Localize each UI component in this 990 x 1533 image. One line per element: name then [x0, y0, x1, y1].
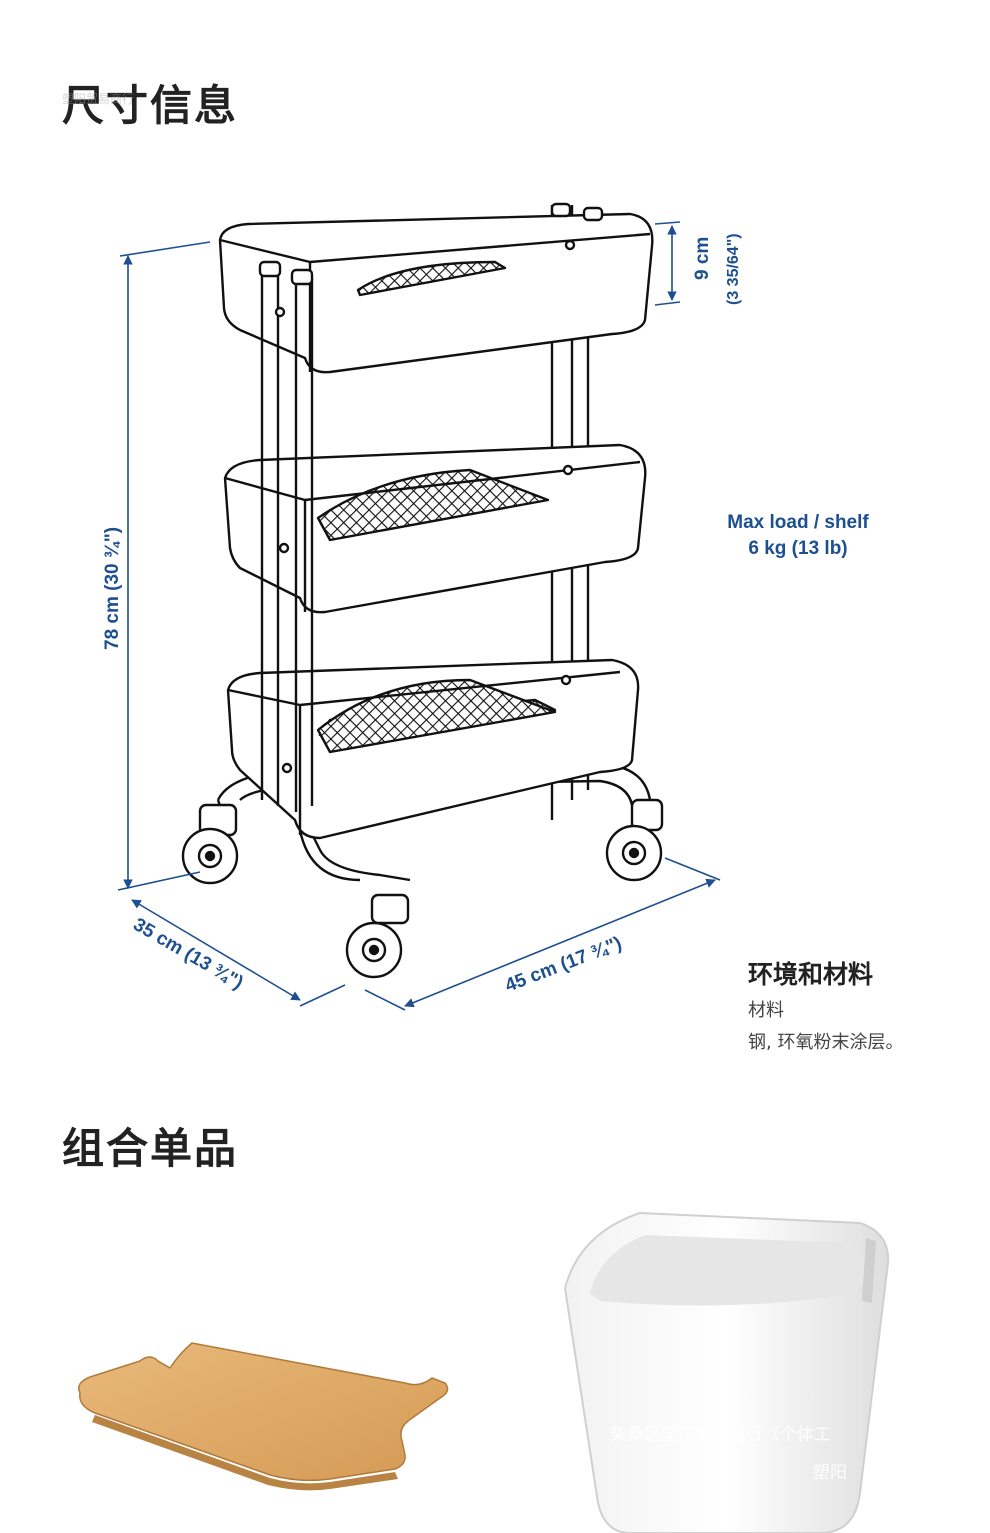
- dim-height: 78 cm (30 ¾"): [102, 527, 123, 650]
- bamboo-board-image: [78, 1342, 449, 1491]
- dim-basket-depth-inch: (3 35/64"): [725, 233, 742, 305]
- environment-text: 钢, 环氧粉末涂层。: [748, 1032, 904, 1053]
- wheel-front-right: [345, 893, 410, 979]
- dim-length: 45 cm (17 ¾"): [502, 933, 624, 997]
- white-container-image: [563, 1211, 890, 1533]
- max-load-info: Max load / shelf 6 kg (13 lb): [706, 510, 890, 562]
- max-load-label: Max load / shelf: [727, 512, 869, 533]
- environment-title: 环境和材料: [748, 960, 874, 989]
- watermark-line2: 塑阳: [813, 1463, 847, 1483]
- max-load-value: 6 kg (13 lb): [748, 538, 848, 559]
- section-title-bundle: 组合单品: [62, 1124, 239, 1173]
- section-title-dimensions: 尺寸信息: [62, 81, 239, 130]
- ghost-watermark: 塑阳贸易商行: [62, 92, 135, 106]
- trolley-drawing: 78 cm (30 ¾") 9 cm (3 35/64") 35 cm (13 …: [102, 202, 742, 1011]
- dim-width: 35 cm (13 ¾"): [130, 914, 247, 994]
- watermark-line1: 柴桑区塑阳贸易商行（个体工: [610, 1425, 831, 1445]
- bundle-products: [78, 1211, 890, 1533]
- wheel-back-right: [605, 798, 664, 882]
- environment-subtitle: 材料: [748, 1000, 784, 1021]
- wheel-front-left: [181, 803, 239, 885]
- dim-basket-depth: 9 cm: [692, 237, 713, 280]
